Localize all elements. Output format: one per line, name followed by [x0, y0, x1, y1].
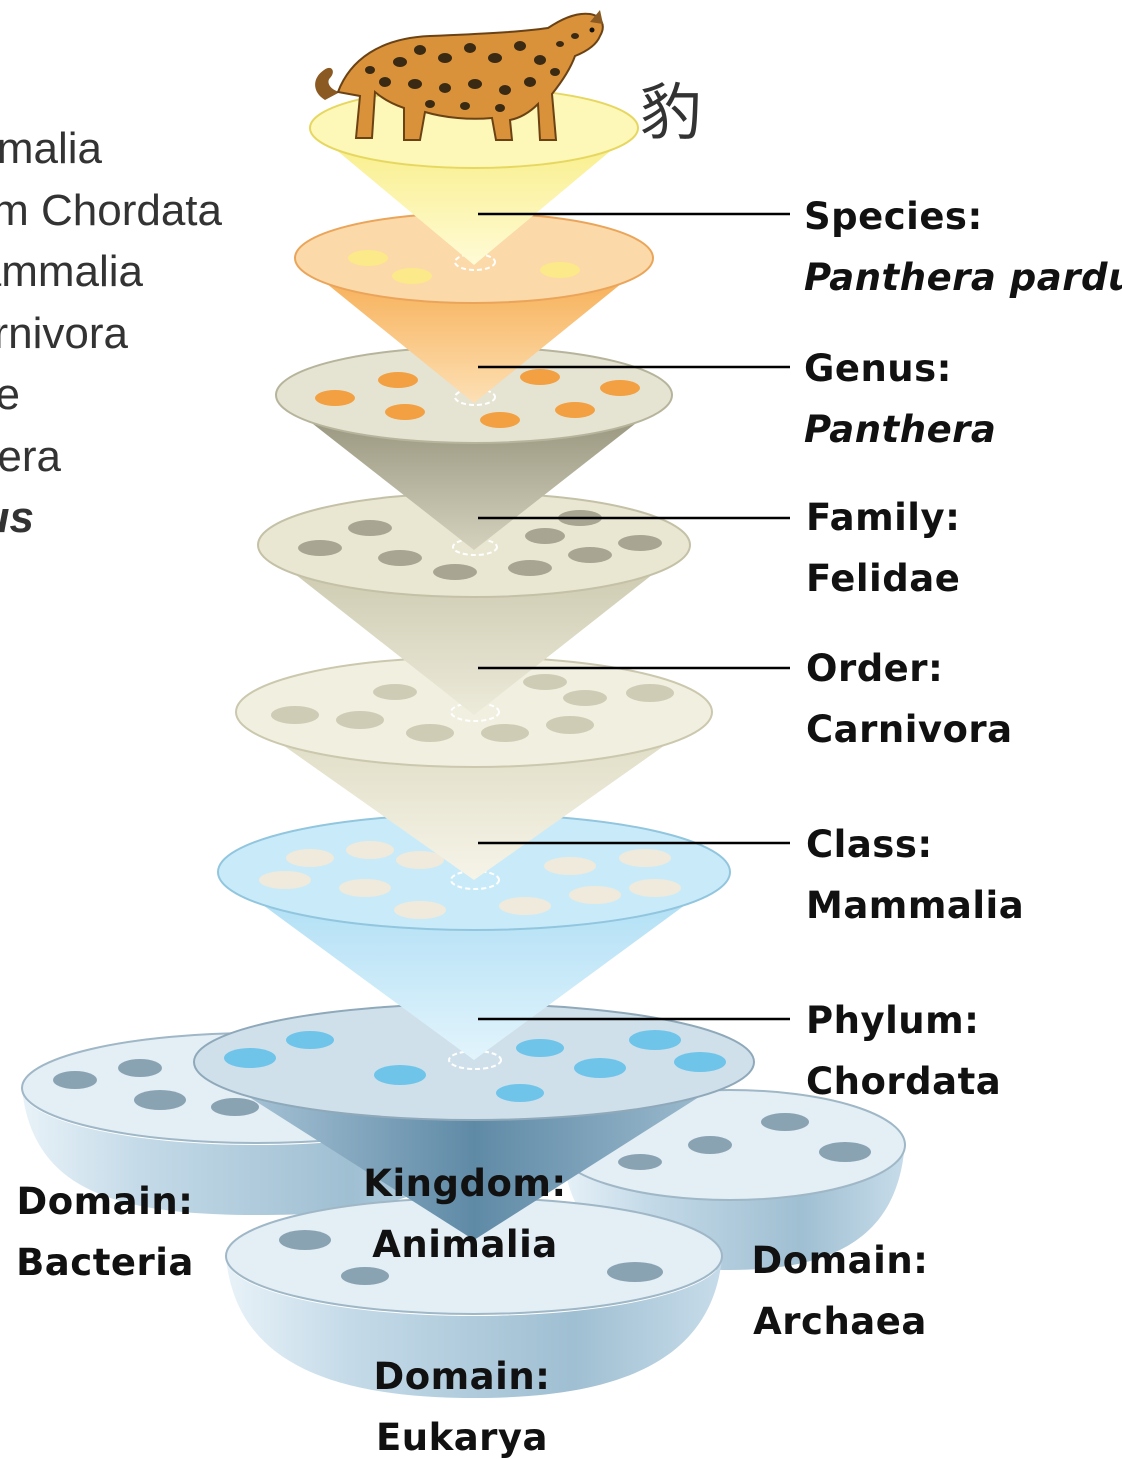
left-list-item-text: Felidae — [0, 364, 20, 426]
label-order: Order: Carnivora — [806, 650, 1013, 748]
label-domain-archaea-name: Archaea — [740, 1303, 940, 1340]
label-species-name: Panthera pardus — [804, 259, 1122, 296]
label-domain-bacteria-title: Domain: — [5, 1183, 205, 1220]
label-domain-archaea-title: Domain: — [740, 1242, 940, 1279]
left-list-item-text: Mammalia — [0, 241, 143, 303]
label-family: Family: Felidae — [806, 499, 960, 597]
left-list-item: Panthera — [0, 426, 240, 488]
left-list-item: Animalia — [0, 118, 240, 180]
label-domain-eukarya-title: Domain: — [362, 1358, 562, 1395]
label-kingdom-name: Animalia — [340, 1226, 590, 1263]
left-list-item: Carnivora — [0, 303, 240, 365]
label-genus-name: Panthera — [804, 411, 996, 448]
left-list-item: Phylum Chordata — [0, 180, 240, 242]
label-genus: Genus: Panthera — [804, 350, 996, 448]
label-species-title: Species: — [804, 198, 1122, 235]
left-list-item-text: pardus — [0, 487, 34, 549]
label-domain-bacteria: Domain: Bacteria — [5, 1183, 205, 1281]
label-kingdom: Kingdom: Animalia — [340, 1165, 590, 1263]
label-order-title: Order: — [806, 650, 1013, 687]
left-list-item-text: Phylum Chordata — [0, 180, 222, 242]
label-class: Class: Mammalia — [806, 826, 1024, 924]
chinese-label: 豹 — [640, 82, 702, 144]
label-family-title: Family: — [806, 499, 960, 536]
left-list-item: Mammalia — [0, 241, 240, 303]
label-domain-bacteria-name: Bacteria — [5, 1244, 205, 1281]
label-phylum: Phylum: Chordata — [806, 1002, 1001, 1100]
left-list-item: Felidae — [0, 364, 240, 426]
label-phylum-title: Phylum: — [806, 1002, 1001, 1039]
left-list-item: pardus — [0, 487, 240, 549]
label-domain-eukarya-name: Eukarya — [362, 1419, 562, 1456]
label-kingdom-title: Kingdom: — [340, 1165, 590, 1202]
label-species: Species: Panthera pardus — [804, 198, 1122, 296]
left-list-item-text: Panthera — [0, 426, 61, 488]
label-domain-archaea: Domain: Archaea — [740, 1242, 940, 1340]
label-class-name: Mammalia — [806, 887, 1024, 924]
left-list-item-text: Carnivora — [0, 303, 128, 365]
label-genus-title: Genus: — [804, 350, 996, 387]
label-family-name: Felidae — [806, 560, 960, 597]
label-class-title: Class: — [806, 826, 1024, 863]
left-list-item-text: Animalia — [0, 118, 102, 180]
label-order-name: Carnivora — [806, 711, 1013, 748]
left-classification-list: AnimaliaPhylum ChordataMammaliaCarnivora… — [0, 118, 240, 549]
label-domain-eukarya: Domain: Eukarya — [362, 1358, 562, 1456]
label-phylum-name: Chordata — [806, 1063, 1001, 1100]
